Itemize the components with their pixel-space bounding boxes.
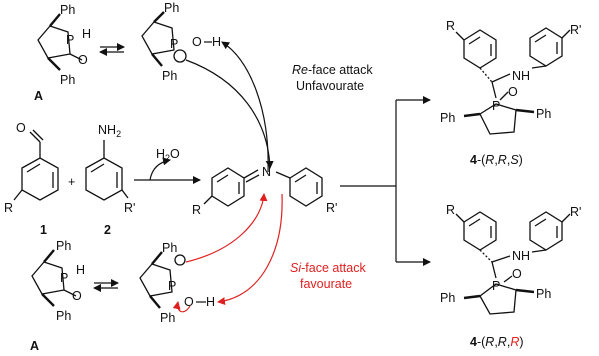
atom-p: P bbox=[170, 37, 178, 51]
benzaldehyde-1 bbox=[13, 129, 59, 201]
atom-r-prime: R' bbox=[570, 23, 581, 37]
atom-h: H bbox=[76, 263, 85, 277]
unfavourable-label: Unfavourate bbox=[296, 79, 364, 93]
product-4-rrr-structure bbox=[455, 211, 571, 315]
atom-ph: Ph bbox=[56, 309, 71, 323]
atom-r: R bbox=[446, 19, 455, 33]
re-face-curved-arrows bbox=[185, 41, 274, 173]
plus-sign: + bbox=[68, 175, 75, 189]
atom-ph: Ph bbox=[60, 73, 75, 87]
atom-ph: Ph bbox=[160, 311, 175, 325]
phospholane-oxide-a-top bbox=[37, 13, 83, 71]
atom-h: H bbox=[206, 295, 215, 309]
atom-ph: Ph bbox=[440, 291, 455, 305]
atom-p: P bbox=[66, 33, 74, 47]
equilibrium-arrows-top bbox=[99, 43, 125, 56]
atom-r-prime: R' bbox=[124, 201, 135, 215]
atom-p: P bbox=[492, 99, 500, 113]
product-4-rrs-structure bbox=[455, 27, 571, 135]
phosphinous-acid-top bbox=[141, 11, 187, 67]
atom-p: P bbox=[60, 271, 68, 285]
atom-nh2: NH2 bbox=[98, 123, 121, 139]
compound-label-2: 2 bbox=[104, 223, 111, 237]
atom-ph: Ph bbox=[440, 111, 455, 125]
product-4-rrr-label: 4-(R,R,R) bbox=[470, 335, 524, 349]
atom-ph: Ph bbox=[162, 69, 177, 83]
product-4-rrs-label: 4-(R,R,S) bbox=[470, 153, 523, 167]
atom-o: O bbox=[512, 267, 522, 281]
atom-h: H bbox=[212, 35, 221, 49]
atom-o: O bbox=[78, 53, 88, 67]
atom-n: N bbox=[262, 165, 271, 179]
atom-r-prime: R' bbox=[570, 205, 581, 219]
atom-ph: Ph bbox=[56, 239, 71, 253]
atom-p: P bbox=[492, 279, 500, 293]
atom-ph: Ph bbox=[164, 1, 179, 15]
imine-intermediate bbox=[203, 167, 323, 207]
compound-label-1: 1 bbox=[40, 223, 47, 237]
atom-ph: Ph bbox=[536, 287, 551, 301]
equilibrium-arrows-bottom bbox=[93, 279, 119, 292]
atom-ph: Ph bbox=[536, 107, 551, 121]
si-face-curved-arrows bbox=[172, 193, 283, 313]
atom-r: R bbox=[4, 201, 13, 215]
atom-nh: NH bbox=[512, 69, 530, 83]
product-branch-arrows bbox=[340, 96, 431, 266]
atom-r-prime: R' bbox=[326, 201, 337, 215]
phospholane-oxide-a-bottom bbox=[31, 249, 77, 307]
phosphinous-acid-bottom bbox=[139, 251, 186, 309]
atom-r: R bbox=[192, 203, 201, 217]
compound-label-a: A bbox=[34, 89, 43, 103]
si-face-attack-label: Si-face attack bbox=[290, 261, 366, 275]
atom-o: O bbox=[72, 289, 82, 303]
condensation-arrow bbox=[134, 157, 201, 184]
atom-o: O bbox=[508, 85, 518, 99]
atom-o: O bbox=[192, 35, 202, 49]
atom-ph: Ph bbox=[60, 3, 75, 17]
atom-o: O bbox=[184, 295, 194, 309]
atom-nh: NH bbox=[512, 249, 530, 263]
atom-h: H bbox=[82, 27, 91, 41]
compound-label-a: A bbox=[30, 339, 39, 353]
atom-p: P bbox=[168, 279, 176, 293]
aniline-2 bbox=[85, 140, 129, 201]
atom-o: O bbox=[16, 121, 26, 135]
water-label: H2O bbox=[156, 147, 180, 163]
atom-ph: Ph bbox=[162, 241, 177, 255]
favourable-label: favourate bbox=[300, 277, 352, 291]
atom-r: R bbox=[446, 203, 455, 217]
re-face-attack-label: Re-face attack bbox=[292, 63, 373, 77]
